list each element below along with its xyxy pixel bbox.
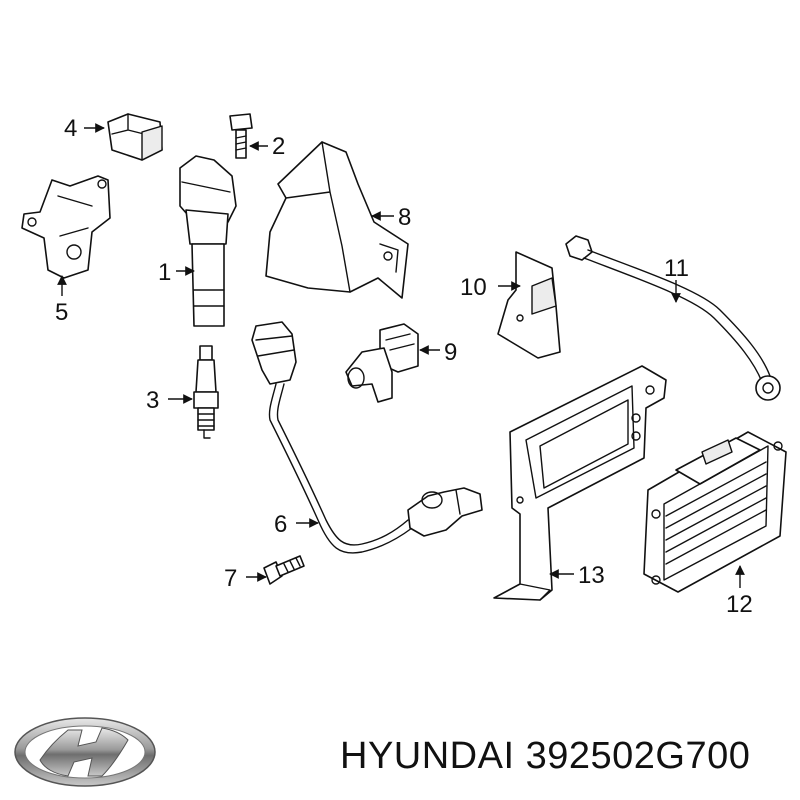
callout-11: 11	[664, 255, 689, 282]
leader-lines	[57, 123, 745, 588]
bolt-part	[229, 113, 253, 159]
ecu-module-part	[643, 431, 787, 593]
relay-part	[107, 113, 163, 161]
bracket-part	[21, 175, 111, 279]
knock-sensor-part	[565, 235, 781, 401]
callout-9: 9	[444, 339, 457, 366]
callout-8: 8	[398, 204, 411, 231]
heat-shield-part	[265, 141, 409, 299]
callout-10: 10	[460, 274, 487, 301]
part-number: 392502G700	[525, 735, 751, 777]
ecu-bracket-part	[493, 365, 667, 601]
cam-sensor-part	[345, 323, 419, 403]
callout-13: 13	[578, 562, 605, 589]
callout-5: 5	[55, 299, 68, 326]
callout-7: 7	[224, 565, 237, 592]
ignition-coil-part	[179, 155, 237, 327]
callout-6: 6	[274, 511, 287, 538]
callout-3: 3	[146, 387, 159, 414]
small-bolt-part	[263, 555, 305, 585]
callout-1: 1	[158, 259, 171, 286]
callout-4: 4	[64, 115, 77, 142]
callout-12: 12	[726, 591, 753, 618]
callout-labels: 4 2 1 3 5 8 9 10 11 6 7 13 12	[55, 115, 753, 618]
mount-bracket-part	[497, 251, 561, 359]
spark-plug-part	[193, 345, 219, 439]
part-caption: HYUNDAI 392502G700	[340, 735, 790, 785]
hyundai-logo-icon	[14, 717, 156, 787]
brand-name: HYUNDAI	[340, 735, 515, 777]
callout-2: 2	[272, 133, 285, 160]
crank-sensor-part	[251, 321, 483, 554]
